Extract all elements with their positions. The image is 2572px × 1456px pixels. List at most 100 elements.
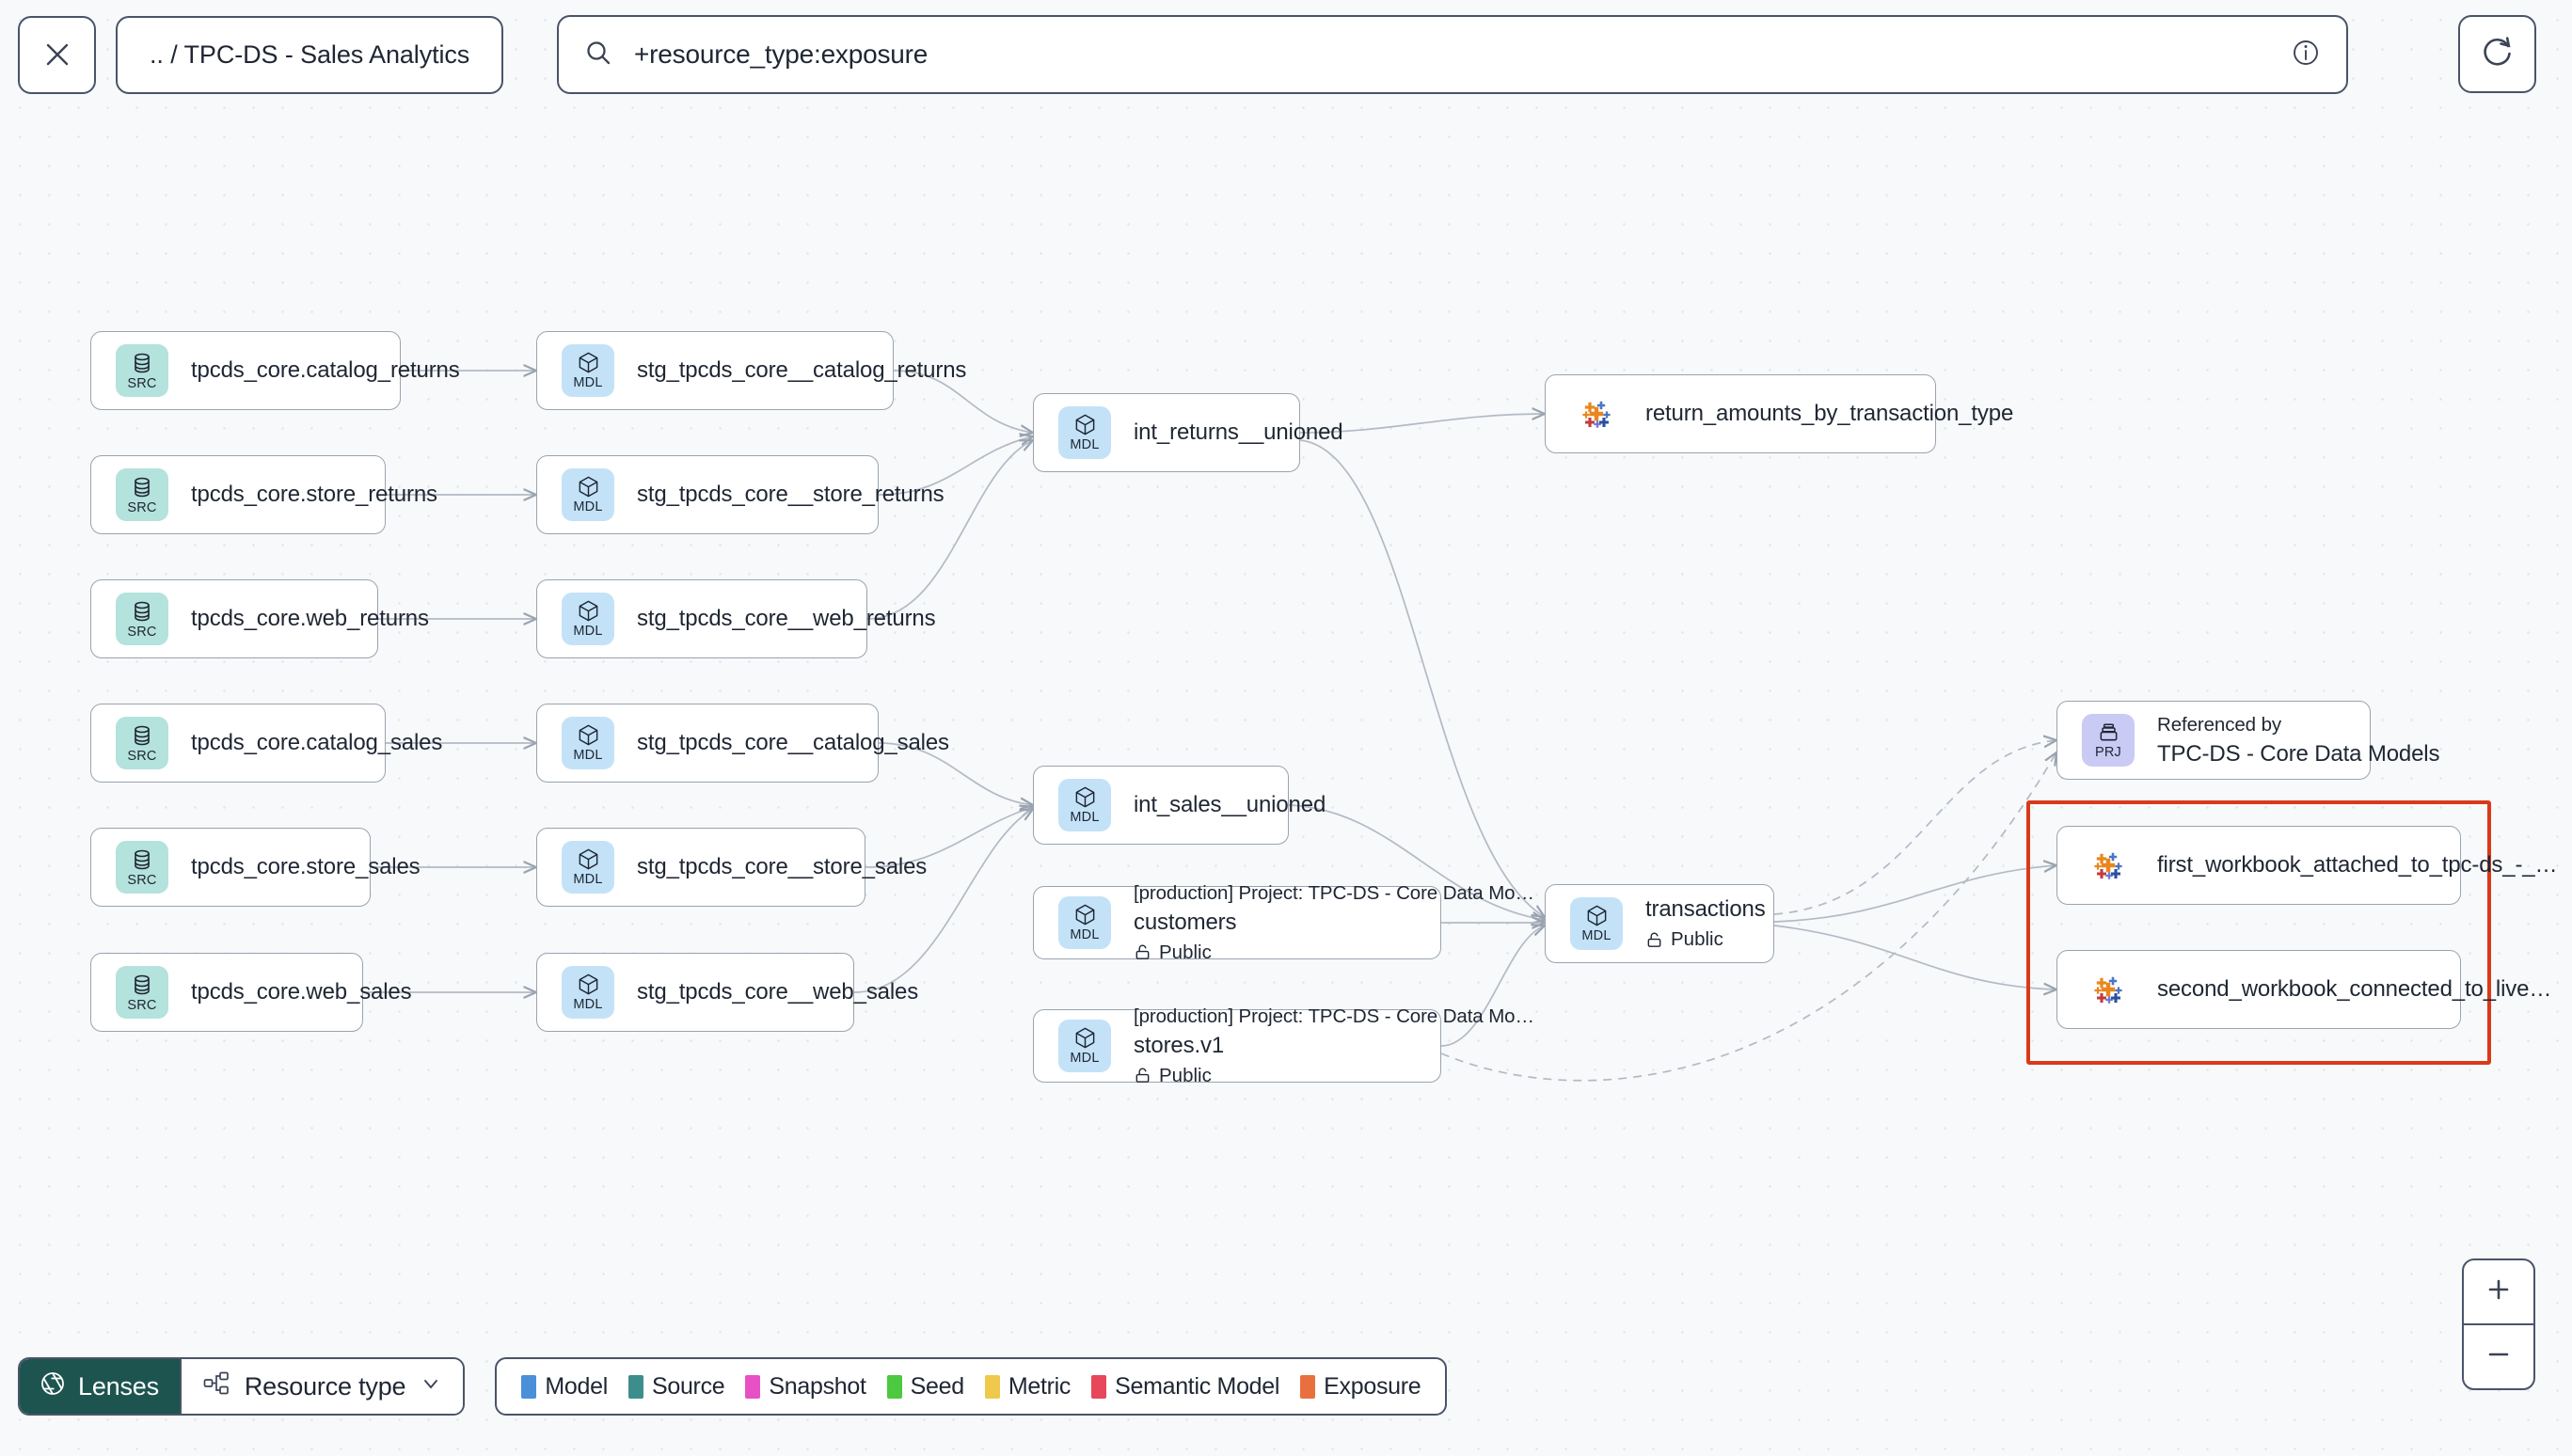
database-icon [130, 723, 154, 748]
graph-node-stg_web_sales[interactable]: MDL stg_tpcds_core__web_sales [536, 953, 919, 1032]
type-chip-label: SRC [127, 748, 157, 764]
type-chip-label: MDL [573, 499, 603, 515]
mdl-type-chip: MDL [562, 344, 614, 397]
node-body: return_amounts_by_transaction_type [1645, 401, 2013, 427]
node-body: tpcds_core.web_returns [191, 606, 429, 632]
database-icon [130, 351, 154, 375]
breadcrumb-label: .. / TPC-DS - Sales Analytics [150, 40, 470, 69]
graph-node-src_web_returns[interactable]: SRC tpcds_core.web_returns [90, 579, 429, 658]
legend-item-snapshot[interactable]: Snapshot [745, 1373, 866, 1401]
legend-swatch [886, 1374, 902, 1399]
zoom-in-button[interactable] [2464, 1260, 2533, 1325]
breadcrumb[interactable]: .. / TPC-DS - Sales Analytics [116, 15, 504, 94]
refresh-icon [2479, 33, 2516, 75]
graph-node-stg_catalog_returns[interactable]: MDL stg_tpcds_core__catalog_returns [536, 331, 966, 410]
minus-icon [2485, 1340, 2513, 1373]
exposure-icon [1570, 388, 1623, 440]
close-icon [41, 39, 73, 71]
node-title: stg_tpcds_core__web_sales [637, 979, 919, 1005]
node-body: int_sales__unioned [1134, 792, 1326, 818]
node-title: int_sales__unioned [1134, 792, 1326, 817]
src-type-chip: SRC [116, 841, 168, 894]
node-body: [production] Project: TPC-DS - Core Data… [1134, 1005, 1534, 1087]
exposure-icon [2082, 963, 2135, 1016]
node-title: transactions [1645, 896, 1766, 922]
mdl-type-chip: MDL [1058, 896, 1111, 949]
node-body: stg_tpcds_core__catalog_returns [637, 357, 966, 384]
node-body: stg_tpcds_core__store_sales [637, 854, 927, 880]
zoom-controls[interactable] [2462, 1258, 2535, 1390]
legend-item-metric[interactable]: Metric [984, 1372, 1072, 1401]
chevron-down-icon [420, 1372, 442, 1401]
resource-type-dropdown[interactable]: Resource type [179, 1359, 464, 1414]
legend-label: Exposure [1324, 1372, 1421, 1400]
legend-label: Metric [1008, 1372, 1072, 1400]
type-chip-label: SRC [127, 624, 157, 640]
graph-node-src_store_sales[interactable]: SRC tpcds_core.store_sales [90, 828, 421, 907]
lock-open-icon [1134, 943, 1151, 961]
cube-icon [1073, 903, 1097, 926]
node-body: stg_tpcds_core__catalog_sales [637, 730, 949, 756]
graph-node-return_amounts[interactable]: return_amounts_by_transaction_type [1545, 374, 2013, 453]
zoom-out-button[interactable] [2464, 1325, 2533, 1388]
cube-icon [1073, 785, 1097, 809]
type-chip-label: SRC [127, 375, 157, 391]
mdl-type-chip: MDL [1570, 897, 1623, 950]
lenses-button[interactable]: Lenses [20, 1359, 180, 1414]
type-chip-label: MDL [1070, 927, 1100, 943]
src-type-chip: SRC [116, 468, 168, 521]
aperture-icon [39, 1369, 67, 1404]
legend-label: Model [545, 1372, 608, 1400]
node-title: int_returns__unioned [1134, 419, 1343, 445]
node-title: stg_tpcds_core__store_returns [637, 482, 945, 507]
search-bar[interactable] [557, 15, 2348, 94]
node-subtitle: [production] Project: TPC-DS - Core Data… [1134, 1005, 1534, 1027]
legend-item-exposure[interactable]: Exposure [1300, 1373, 1421, 1401]
graph-node-stores_v1[interactable]: MDL[production] Project: TPC-DS - Core D… [1033, 1005, 1534, 1086]
resource-type-legend: Model Source Snapshot Seed Metric Semantic Mo… [495, 1357, 1448, 1416]
legend-item-source[interactable]: Source [627, 1373, 725, 1401]
node-body: tpcds_core.store_sales [191, 854, 421, 880]
legend-item-semantic-model[interactable]: Semantic Model [1091, 1373, 1279, 1401]
graph-node-customers[interactable]: MDL[production] Project: TPC-DS - Core D… [1033, 882, 1534, 963]
resource-type-label: Resource type [244, 1371, 406, 1401]
exposure-icon [2082, 839, 2135, 892]
legend-label: Seed [910, 1372, 964, 1400]
node-body: stg_tpcds_core__web_sales [637, 979, 919, 1005]
graph-node-expo_second[interactable]: second_workbook_connected_to_live… [2056, 950, 2552, 1029]
graph-node-expo_first[interactable]: first_workbook_attached_to_tpc-ds_-_… [2056, 826, 2558, 905]
node-body: int_returns__unioned [1134, 419, 1343, 446]
src-type-chip: SRC [116, 344, 168, 397]
search-input[interactable] [634, 40, 2290, 70]
legend-item-model[interactable]: Model [521, 1373, 608, 1401]
legend-item-seed[interactable]: Seed [886, 1372, 964, 1401]
project-stack-icon [2097, 720, 2120, 744]
close-button[interactable] [18, 15, 96, 94]
node-title: customers [1134, 909, 1237, 935]
plus-icon [2485, 1275, 2513, 1308]
node-title: second_workbook_connected_to_live… [2157, 976, 2552, 1002]
node-body: stg_tpcds_core__store_returns [637, 482, 945, 508]
search-icon [583, 38, 613, 72]
graph-node-stg_store_returns[interactable]: MDL stg_tpcds_core__store_returns [536, 455, 945, 534]
node-access: Public [1645, 928, 1766, 951]
refresh-button[interactable] [2458, 15, 2536, 93]
type-chip-label: MDL [573, 997, 603, 1013]
node-title: first_workbook_attached_to_tpc-ds_-_… [2157, 852, 2558, 878]
bottom-toolbar: Lenses Resource type [18, 1357, 1448, 1416]
info-icon[interactable] [2290, 37, 2322, 73]
lenses-label: Lenses [78, 1371, 159, 1401]
